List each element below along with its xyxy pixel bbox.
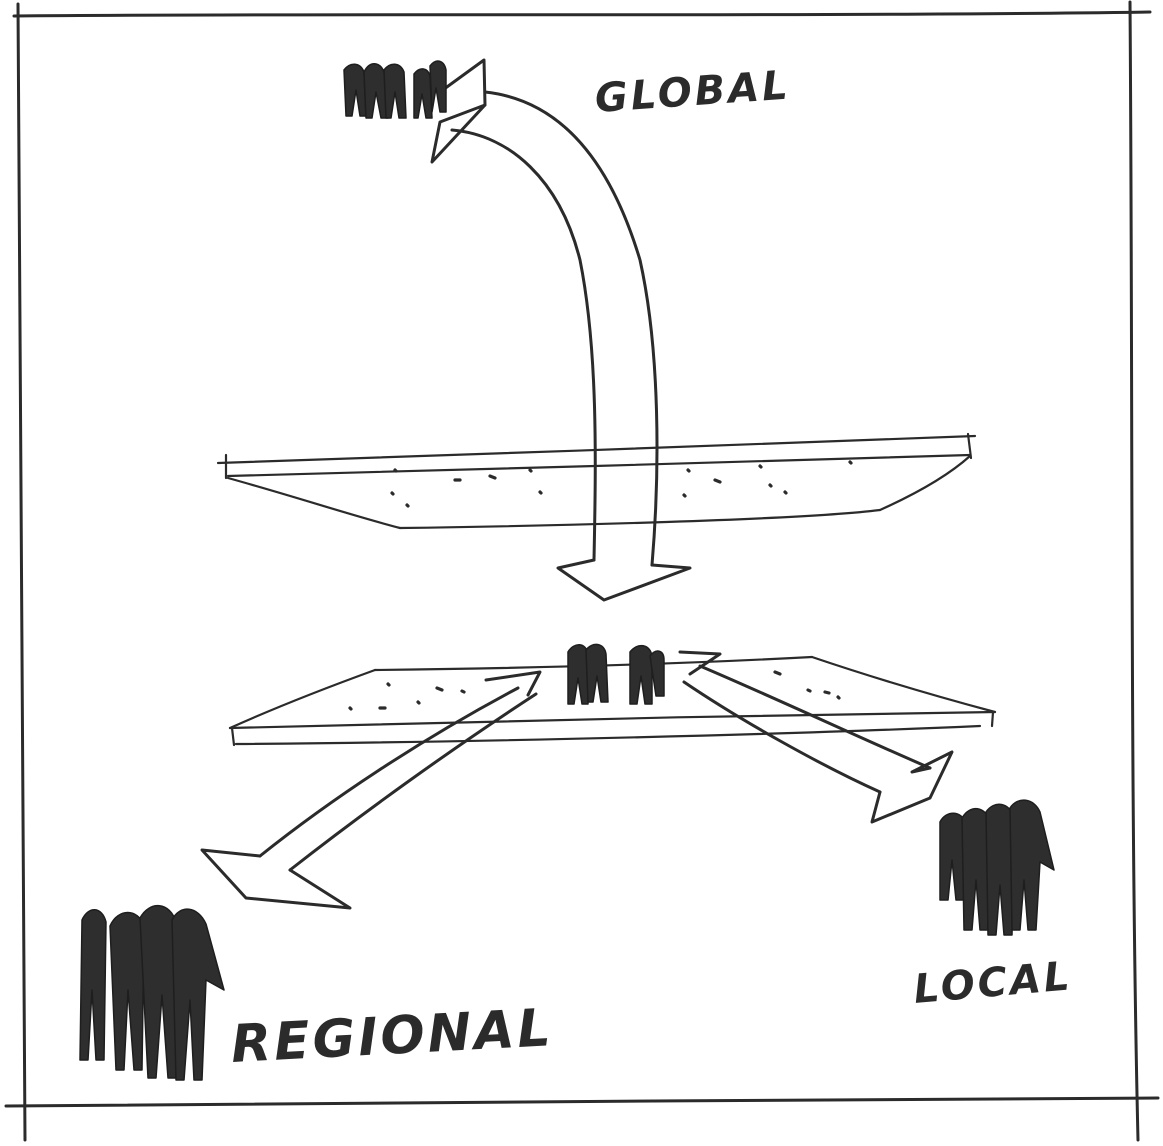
upper-platform-dots	[390, 460, 853, 508]
lower-platform-dots	[348, 670, 841, 711]
regional-label: REGIONAL	[230, 998, 555, 1075]
upper-platform	[216, 432, 977, 530]
frame-border	[4, 0, 1160, 1142]
local-crowd-figures	[939, 799, 1055, 936]
local-label: LOCAL	[912, 953, 1074, 1013]
arrow-to-regional	[200, 670, 542, 910]
arrow-global-to-platform	[430, 58, 692, 602]
global-crowd-figures	[343, 60, 447, 119]
arrow-to-local	[678, 650, 954, 824]
regional-crowd-figures	[79, 905, 225, 1081]
global-label: GLOBAL	[593, 62, 792, 122]
center-crowd-figures	[567, 643, 665, 705]
lower-platform	[228, 655, 997, 747]
